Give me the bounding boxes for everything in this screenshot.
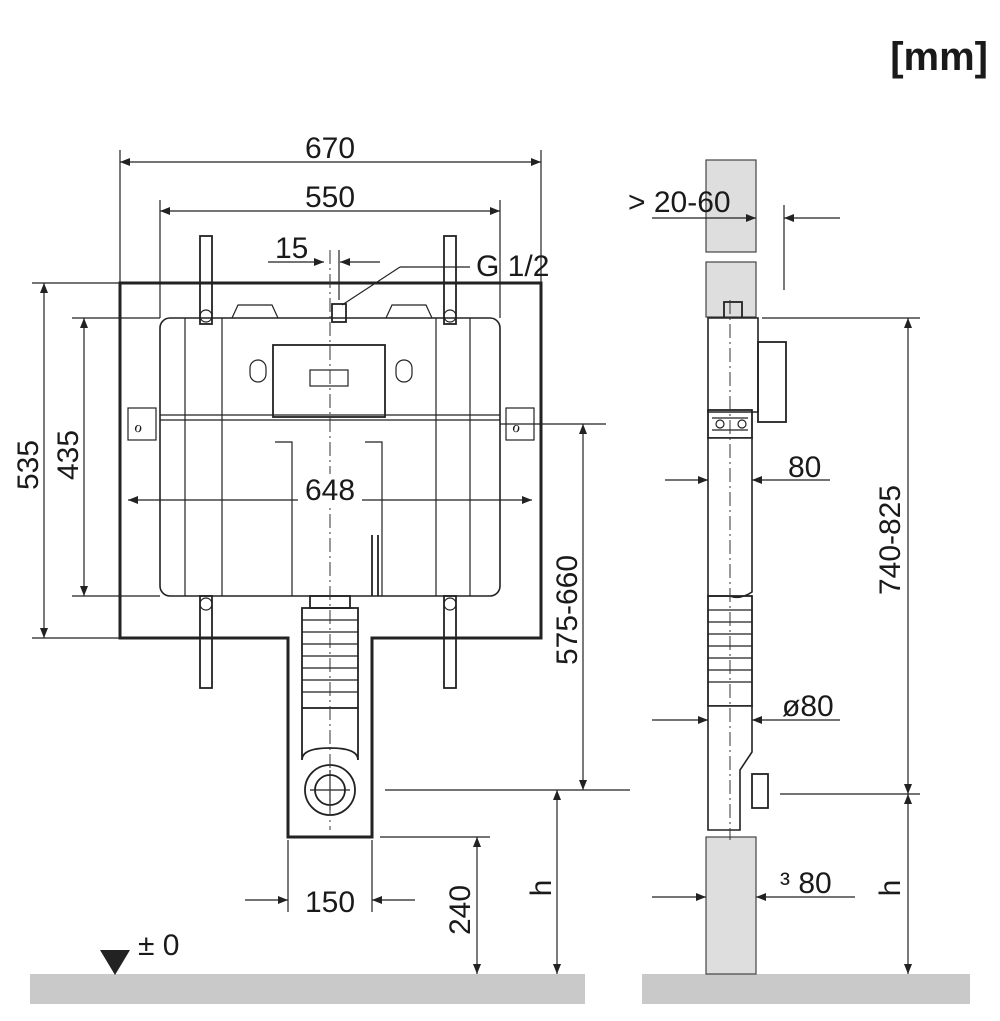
side-clip-left <box>127 407 157 441</box>
wall-lower <box>705 836 757 975</box>
unit-label: [mm] <box>890 35 988 79</box>
water-inlet <box>331 303 347 323</box>
dim-outlet-width: 150 <box>305 886 355 919</box>
svg-text:ℴ: ℴ <box>512 416 520 436</box>
dim-tank-width: 648 <box>305 474 355 507</box>
floor-side <box>642 974 970 1004</box>
dim-frame-width: 670 <box>305 132 355 165</box>
dim-h-side: h <box>874 880 907 897</box>
wall-upper <box>705 159 757 253</box>
wall-middle <box>705 261 757 318</box>
cistern-side <box>707 301 787 599</box>
flush-pipe-side <box>707 595 769 831</box>
flush-plate-opening <box>272 344 386 418</box>
svg-text:ℴ: ℴ <box>134 416 142 436</box>
dim-tank-height: 435 <box>52 430 85 480</box>
dim-pipe-diameter: ø80 <box>782 690 834 723</box>
inlet-thread-label: G 1/2 <box>476 250 549 283</box>
dim-inlet-offset: 15 <box>275 232 308 265</box>
dim-bracket-span: 550 <box>305 181 355 214</box>
dim-outlet-height: 575-660 <box>551 555 584 665</box>
dim-wall-gap: > 20-60 <box>628 186 731 219</box>
front-view: ± 0 ℴ ℴ <box>12 132 630 1004</box>
floor-front <box>30 974 585 1004</box>
dim-h-front: h <box>525 880 558 897</box>
floor-level-label: ± 0 <box>138 929 179 962</box>
floor-level-marker <box>100 950 130 975</box>
dim-bottom-height: 240 <box>444 885 477 935</box>
mounting-bracket-right <box>443 235 457 689</box>
side-view: > 20-60 80 ø80 740-825 h ³ 80 <box>628 159 970 1004</box>
dim-frame-height: 535 <box>12 440 45 490</box>
dim-tank-depth: 80 <box>788 451 821 484</box>
mounting-bracket-left <box>199 235 213 689</box>
frame-outline <box>118 281 543 839</box>
dim-total-height: 740-825 <box>874 485 907 595</box>
dim-wall-depth: ³ 80 <box>780 867 832 900</box>
